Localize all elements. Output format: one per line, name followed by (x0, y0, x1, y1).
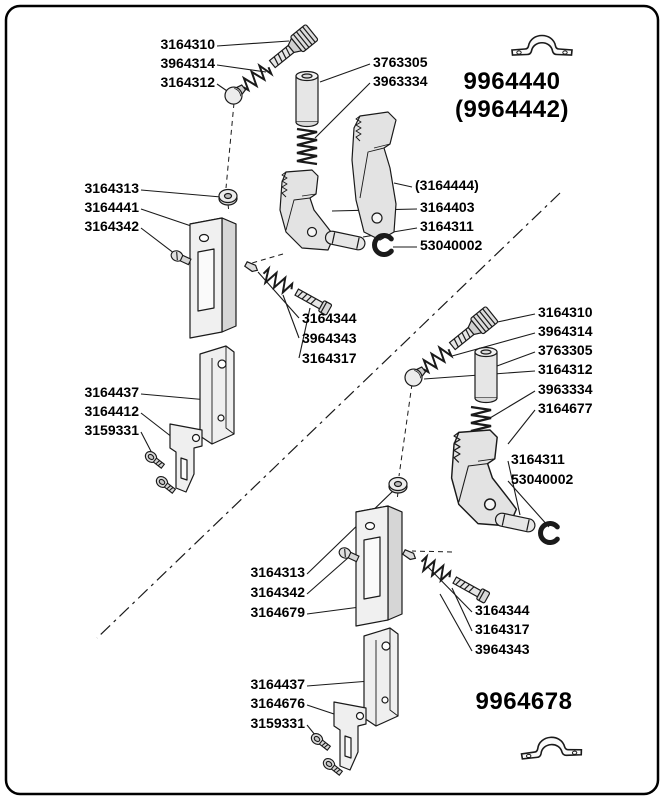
divider-dash-dot-line (96, 192, 561, 639)
label-top-3963334: 3963334 (373, 73, 428, 89)
label-bottom-3159331: 3159331 (250, 715, 305, 731)
label-bottom-3164437: 3164437 (250, 676, 305, 692)
label-bottom-53040002: 53040002 (511, 471, 574, 487)
label-top-3164437: 3164437 (84, 384, 139, 400)
title-top-assembly: 9964440 (463, 68, 561, 95)
bracket-3164437-drawing (199, 345, 235, 445)
label-top-3964343: 3964343 (302, 330, 357, 346)
label-top-3164313: 3164313 (84, 180, 139, 196)
label-bottom-3763305: 3763305 (538, 342, 593, 358)
label-top-3964314: 3964314 (160, 55, 215, 71)
label-bottom-3164344: 3164344 (475, 602, 530, 618)
label-bottom-3164313: 3164313 (250, 564, 305, 580)
diagram-border (4, 4, 660, 796)
label-top-3159331: 3159331 (84, 422, 139, 438)
label-top-3164311: 3164311 (420, 218, 474, 234)
label-top-3164342: 3164342 (84, 218, 139, 234)
label-bottom-3164677: 3164677 (538, 400, 593, 416)
label-top-3164412: 3164412 (84, 403, 139, 419)
label-top-3164312: 3164312 (160, 74, 215, 90)
washer-3164313-b-drawing (388, 476, 408, 494)
label-bottom-3164342: 3164342 (250, 584, 305, 600)
label-bottom-3164317: 3164317 (475, 621, 530, 637)
label-top-3164317: 3164317 (302, 350, 357, 366)
label-bottom-3164310: 3164310 (538, 304, 593, 320)
label-bottom-3964314: 3964314 (538, 323, 593, 339)
label-bottom-3164679: 3164679 (250, 604, 305, 620)
title-top-assembly-variant: (9964442) (455, 96, 569, 123)
label-top-3164310: 3164310 (160, 36, 215, 52)
washer-3164313-drawing (218, 188, 238, 206)
label-bottom-3963334: 3963334 (538, 381, 593, 397)
label-top-3164441: 3164441 (84, 199, 139, 215)
body-frame-3164679-drawing (355, 505, 403, 627)
label-top-53040002: 53040002 (420, 237, 483, 253)
label-bottom-3164312: 3164312 (538, 361, 593, 377)
label-top-3763305: 3763305 (373, 54, 428, 70)
title-bottom-assembly: 9964678 (475, 688, 573, 715)
label-top-3164403: 3164403 (420, 199, 475, 215)
label-bottom-3164676: 3164676 (250, 695, 305, 711)
label-bottom-3964343: 3964343 (475, 641, 530, 657)
cylinder-3763305-drawing (295, 70, 319, 128)
label-top-3164444: (3164444) (415, 177, 479, 193)
body-frame-3164441-drawing (189, 217, 237, 339)
label-bottom-3164311: 3164311 (511, 451, 565, 467)
cylinder-3763305-b-drawing (474, 346, 498, 404)
label-top-3164344: 3164344 (302, 310, 357, 326)
bracket-3164437-b-drawing (363, 627, 399, 727)
